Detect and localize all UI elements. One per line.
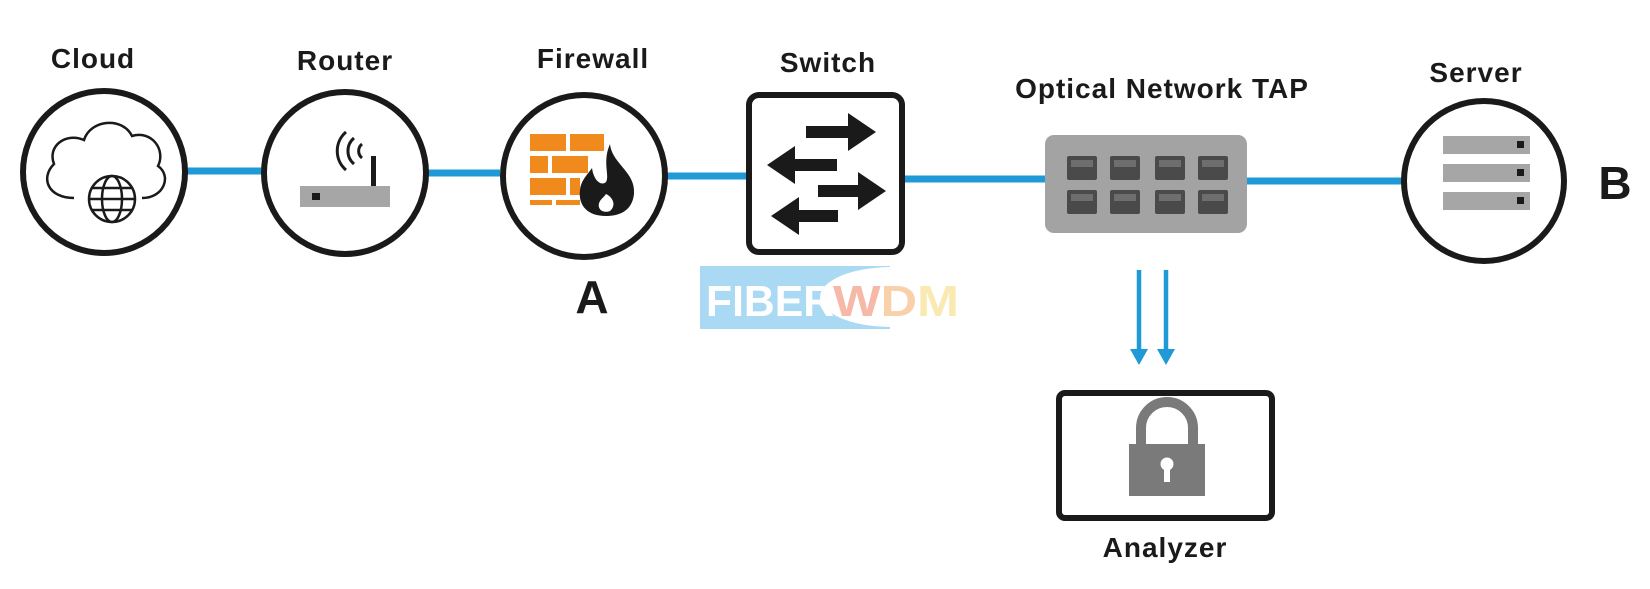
switch-label: Switch (780, 47, 876, 78)
firewall-label: Firewall (537, 43, 649, 74)
network-port (1198, 156, 1228, 180)
port-panel-icon (1067, 156, 1228, 214)
analyzer-label: Analyzer (1103, 532, 1228, 563)
watermark-w-glyph: W (833, 277, 881, 326)
watermark-d-glyph: D (881, 277, 917, 326)
cloud-node: Cloud (20, 43, 188, 256)
network-port (1110, 156, 1140, 180)
switch-node: Switch (746, 47, 905, 255)
down-arrow-icon (1157, 270, 1175, 365)
brick-wall-flame-icon (530, 134, 635, 216)
network-port (1155, 190, 1185, 214)
tap-label: Optical Network TAP (1015, 73, 1309, 104)
tap-node: Optical Network TAP (1015, 73, 1309, 233)
point-a-label: A (575, 271, 608, 323)
network-port (1067, 190, 1097, 214)
firewall-node: Firewall (500, 43, 668, 260)
server-rack-icon (1443, 136, 1530, 210)
network-port (1155, 156, 1185, 180)
network-port (1067, 156, 1097, 180)
connection-links (183, 167, 1403, 185)
point-b-label: B (1598, 157, 1631, 209)
watermark-fiber-text: FIBER (706, 277, 834, 326)
network-port (1198, 190, 1228, 214)
tap-to-analyzer-arrows (1130, 270, 1175, 365)
network-port (1110, 190, 1140, 214)
server-label: Server (1429, 57, 1522, 88)
router-node: Router (261, 45, 429, 257)
watermark-m-glyph: M (917, 277, 959, 326)
router-label: Router (297, 45, 393, 76)
cloud-label: Cloud (51, 43, 135, 74)
analyzer-node: Analyzer (1056, 390, 1275, 563)
server-node: Server (1401, 57, 1567, 264)
down-arrow-icon (1130, 270, 1148, 365)
padlock-icon (1129, 397, 1205, 496)
wifi-router-icon (300, 130, 390, 207)
bidirectional-arrows-icon (767, 113, 886, 235)
cloud-globe-icon (45, 121, 167, 224)
